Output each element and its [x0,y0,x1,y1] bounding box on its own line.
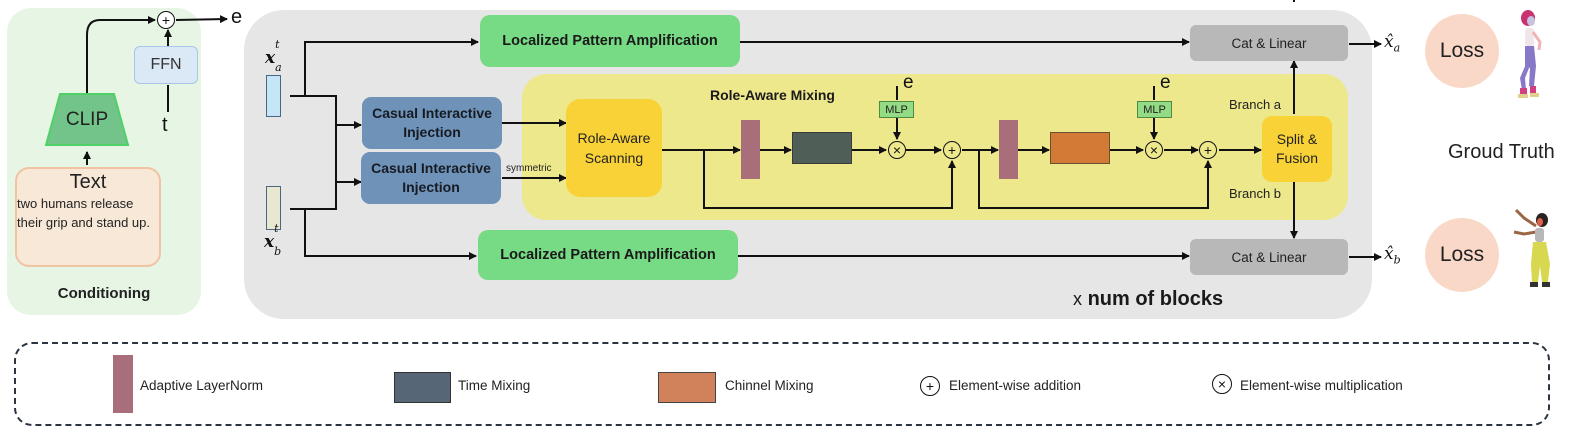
output-b-label: x̂b [1384,244,1401,266]
multiply-operator-2: × [1145,141,1163,159]
legend-add-symbol: + [925,378,935,394]
legend-label-time-mixing: Time Mixing [458,378,531,393]
conditioning-output-e: e [231,6,243,28]
add-symbol: + [947,142,957,158]
add-operator-conditioning: + [157,11,175,29]
input-b-sub: b [274,245,282,259]
legend-add-icon: + [920,376,940,396]
ground-truth-human-b-icon [1513,208,1550,287]
conditioning-title: Conditioning [57,285,151,302]
repeat-prefix: x [1073,289,1082,309]
output-b-base: x̂ [1384,244,1394,264]
role-aware-mixing-title: Role-Aware Mixing [710,87,835,103]
input-a-sub: a [275,61,282,75]
legend-label-multiplication: Element-wise multiplication [1240,378,1403,393]
legend-multiply-icon: × [1212,374,1232,394]
cii-block-top: Casual Interactive Injection [362,97,502,149]
legend-box [14,342,1550,426]
output-a-base: x̂ [1384,32,1394,52]
add-symbol: + [161,12,171,28]
mlp-block-2: MLP [1137,101,1172,118]
input-b-sup: t [274,222,279,235]
time-input-t: t [162,114,168,136]
legend-label-adaptive-layernorm: Adaptive LayerNorm [140,378,264,393]
mul-symbol: × [1149,142,1159,158]
mul-symbol: × [892,142,902,158]
input-b-token [266,186,281,230]
text-prompt-box: Text two humans release their grip and s… [15,167,161,267]
input-a-base: x [265,48,276,68]
input-a-token [266,75,281,117]
ground-truth-label: Groud Truth [1448,141,1555,163]
condition-e-2: e [1160,72,1171,93]
output-a-sub: a [1393,41,1401,55]
clip-encoder-shape [44,93,130,146]
input-a-sup: t [275,38,280,51]
adaptive-layernorm-1 [741,120,760,179]
legend-multiply-symbol: × [1217,376,1227,392]
cat-linear-bottom: Cat & Linear [1190,239,1348,275]
add-operator-2: + [1199,141,1217,159]
loss-b: Loss [1425,218,1499,292]
output-a-label: x̂a [1384,32,1400,54]
add-symbol: + [1203,142,1213,158]
add-operator-1: + [943,141,961,159]
channel-mixing-block [1050,132,1110,164]
ground-truth-human-a-icon [1518,10,1542,98]
cat-linear-top: Cat & Linear [1190,25,1348,61]
time-mixing-block [792,132,852,164]
mlp-block-1: MLP [879,101,914,118]
lpa-block-top: Localized Pattern Amplification [480,15,740,67]
input-b-base: x [264,232,275,252]
text-prompt: two humans release their grip and stand … [17,196,150,230]
multiply-operator-1: × [888,141,906,159]
repeat-text: num of blocks [1087,288,1224,310]
output-b-sub: b [1393,253,1401,267]
ffn-block: FFN [134,46,198,84]
split-fusion-block: Split & Fusion [1262,116,1332,182]
legend-swatch-time-mixing [394,372,451,403]
legend-label-channel-mixing: Chinnel Mixing [725,378,814,393]
clip-label: CLIP [65,109,109,130]
text-box-title: Text [69,171,107,193]
symmetric-label: symmetric [506,163,552,174]
num-blocks-label: x num of blocks [1073,288,1223,311]
lpa-block-bottom: Localized Pattern Amplification [478,230,738,280]
legend-swatch-channel-mixing [658,372,716,403]
legend-swatch-adaptive-layernorm [113,355,133,413]
loss-a: Loss [1425,14,1499,88]
role-aware-scanning-block: Role-Aware Scanning [566,99,662,197]
condition-e-1: e [903,72,914,93]
adaptive-layernorm-2 [999,120,1018,179]
cii-block-bottom: Casual Interactive Injection [361,152,501,204]
branch-b-label: Branch b [1229,186,1282,201]
branch-a-label: Branch a [1229,97,1282,112]
legend-label-addition: Element-wise addition [949,378,1082,393]
